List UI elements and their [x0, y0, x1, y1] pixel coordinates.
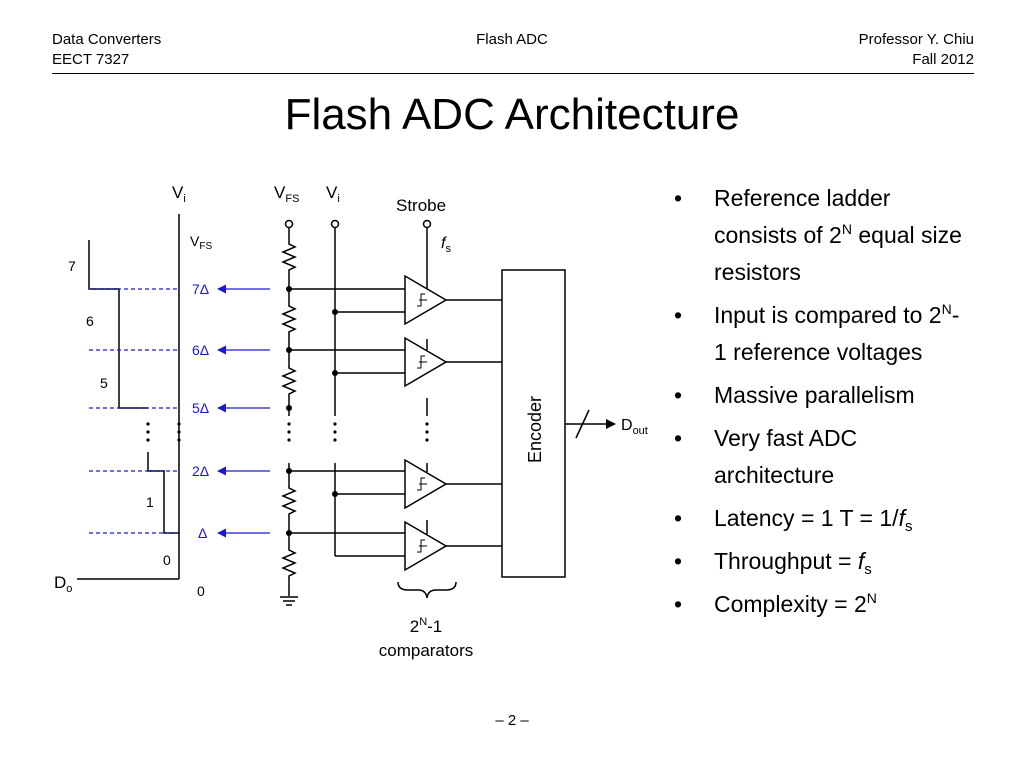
instructor-name: Professor Y. Chiu — [858, 31, 974, 48]
curve-continuation-dots — [146, 422, 181, 442]
staircase-upper — [88, 240, 120, 350]
comparator-count-label: 2N-1 — [410, 616, 443, 636]
dout-label: Dout — [621, 417, 648, 437]
comparator-1 — [289, 520, 502, 572]
bullet-list: •Reference ladder consists of 2N equal s… — [672, 180, 972, 629]
strobe-line: Strobe fs — [396, 196, 451, 534]
threshold-label-7: 7Δ — [192, 281, 209, 297]
bullet-marker: • — [674, 302, 683, 328]
strobe-label: Strobe — [396, 196, 446, 215]
output-bus: Dout — [565, 409, 648, 439]
slide-title: Flash ADC Architecture — [284, 90, 740, 139]
comparator-6 — [289, 336, 502, 388]
staircase-lower — [147, 452, 179, 534]
header-divider — [52, 73, 974, 74]
bullet-marker: • — [674, 185, 683, 211]
threshold-label-2: 2Δ — [192, 463, 209, 479]
staircase-mid — [118, 350, 148, 409]
bullet-fast-adc: •Very fast ADC architecture — [672, 420, 972, 494]
input-bus: Vi — [326, 183, 340, 556]
code-label-0: 0 — [163, 552, 171, 568]
transfer-curve: Vi Do VFS 7 6 5 1 0 0 — [54, 183, 212, 599]
reference-ladder: VFS — [274, 183, 299, 606]
vfs-terminal — [284, 219, 294, 229]
comparator-2 — [289, 458, 502, 510]
code-label-6: 6 — [86, 313, 94, 329]
bullet-latency: •Latency = 1 T = 1/fs — [672, 500, 972, 537]
semester: Fall 2012 — [912, 51, 974, 68]
bullet-input-compared: •Input is compared to 2N-1 reference vol… — [672, 297, 972, 371]
ladder-resistor-top — [281, 228, 297, 289]
bullet-complexity: •Complexity = 2N — [672, 586, 972, 623]
code-label-1: 1 — [146, 494, 154, 510]
ladder-resistor-4 — [281, 471, 297, 533]
strobe-terminal — [422, 219, 432, 229]
bullet-marker: • — [674, 505, 683, 531]
threshold-label-1: Δ — [198, 525, 207, 541]
bullet-parallelism: •Massive parallelism — [672, 377, 972, 414]
comparator-7 — [289, 274, 502, 326]
ladder-resistor-2 — [281, 289, 297, 350]
vfs-ladder-label: VFS — [274, 183, 299, 205]
bullet-throughput: •Throughput = fs — [672, 543, 972, 580]
header-right: Professor Y. Chiu Fall 2012 — [859, 30, 974, 70]
vfs-level-label: VFS — [190, 233, 212, 252]
origin-label: 0 — [197, 583, 205, 599]
encoder-label: Encoder — [525, 396, 545, 463]
comparators — [289, 274, 502, 572]
bullet-marker: • — [674, 548, 683, 574]
code-label-7: 7 — [68, 258, 76, 274]
vi-bus-label: Vi — [326, 183, 340, 205]
fs-label: fs — [441, 235, 451, 255]
bullet-marker: • — [674, 382, 683, 408]
course-name: Data Converters — [52, 31, 162, 48]
encoder-box — [501, 269, 566, 578]
comparators-brace: 2N-1 comparators — [379, 581, 473, 660]
ground-icon — [280, 596, 298, 606]
bullet-marker: • — [674, 425, 683, 451]
threshold-label-6: 6Δ — [192, 342, 209, 358]
vi-axis-label: Vi — [172, 183, 186, 205]
flash-adc-diagram: Vi Do VFS 7 6 5 1 0 0 7Δ 6Δ 5Δ 2Δ Δ — [54, 183, 648, 660]
comparators-label: comparators — [379, 641, 473, 660]
do-axis-label: Do — [54, 573, 72, 595]
bullet-marker: • — [674, 591, 683, 617]
encoder-block: Encoder — [501, 269, 566, 578]
page-number: – 2 – — [495, 712, 529, 729]
ladder-resistor-bottom — [281, 533, 297, 596]
vi-terminal — [330, 219, 340, 229]
threshold-label-5: 5Δ — [192, 400, 209, 416]
course-code: EECT 7327 — [52, 51, 130, 68]
bullet-reference-ladder: •Reference ladder consists of 2N equal s… — [672, 180, 972, 291]
header-topic: Flash ADC — [476, 31, 548, 48]
ladder-resistor-3 — [281, 350, 297, 408]
code-label-5: 5 — [100, 375, 108, 391]
header-left: Data Converters EECT 7327 — [52, 30, 161, 70]
thresholds: 7Δ 6Δ 5Δ 2Δ Δ — [89, 281, 270, 541]
